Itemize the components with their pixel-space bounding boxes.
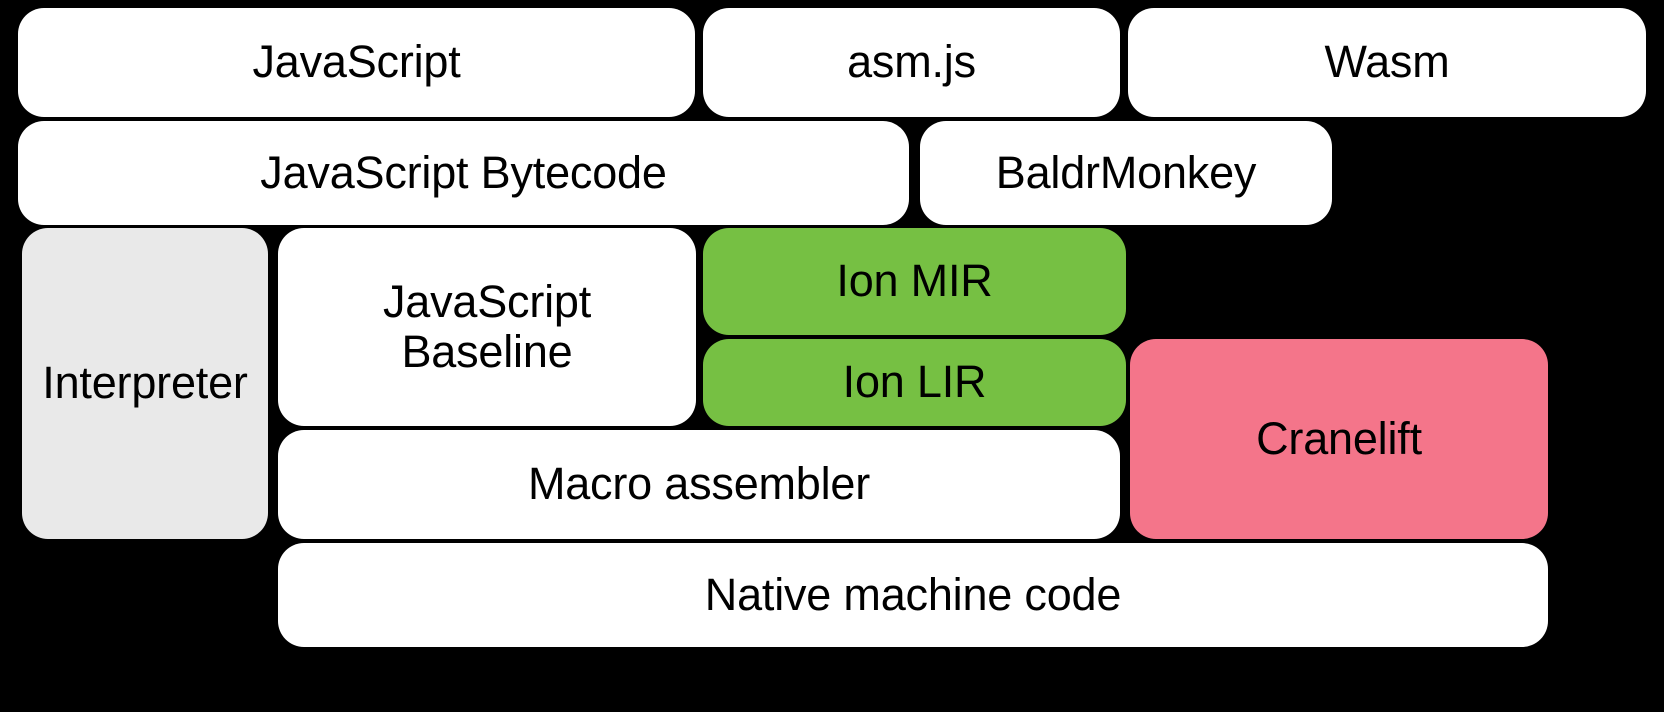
node-javascript-baseline[interactable]: JavaScript Baseline <box>278 228 696 426</box>
node-label: asm.js <box>847 36 976 88</box>
node-baldrmonkey[interactable]: BaldrMonkey <box>920 121 1332 225</box>
node-native-machine-code[interactable]: Native machine code <box>278 543 1548 647</box>
node-label: Interpreter <box>42 357 248 409</box>
node-label: JavaScript <box>252 36 461 88</box>
node-label: Native machine code <box>704 568 1122 620</box>
node-macro-assembler[interactable]: Macro assembler <box>278 430 1120 539</box>
node-ion-mir[interactable]: Ion MIR <box>703 228 1126 335</box>
node-interpreter[interactable]: Interpreter <box>22 228 268 539</box>
node-label: Macro assembler <box>527 458 871 510</box>
node-javascript-bytecode[interactable]: JavaScript Bytecode <box>18 121 909 225</box>
node-javascript[interactable]: JavaScript <box>18 8 695 117</box>
node-cranelift[interactable]: Cranelift <box>1130 339 1548 539</box>
node-wasm[interactable]: Wasm <box>1128 8 1646 117</box>
node-ion-lir[interactable]: Ion LIR <box>703 339 1126 426</box>
node-label: JavaScript Baseline <box>382 275 592 377</box>
node-label: Wasm <box>1324 36 1450 88</box>
node-label: Cranelift <box>1256 412 1422 464</box>
node-label: JavaScript Bytecode <box>260 146 667 198</box>
node-label: BaldrMonkey <box>995 146 1257 198</box>
node-label: Ion MIR <box>836 255 993 307</box>
node-asm-js[interactable]: asm.js <box>703 8 1120 117</box>
node-label: Ion LIR <box>842 356 987 408</box>
